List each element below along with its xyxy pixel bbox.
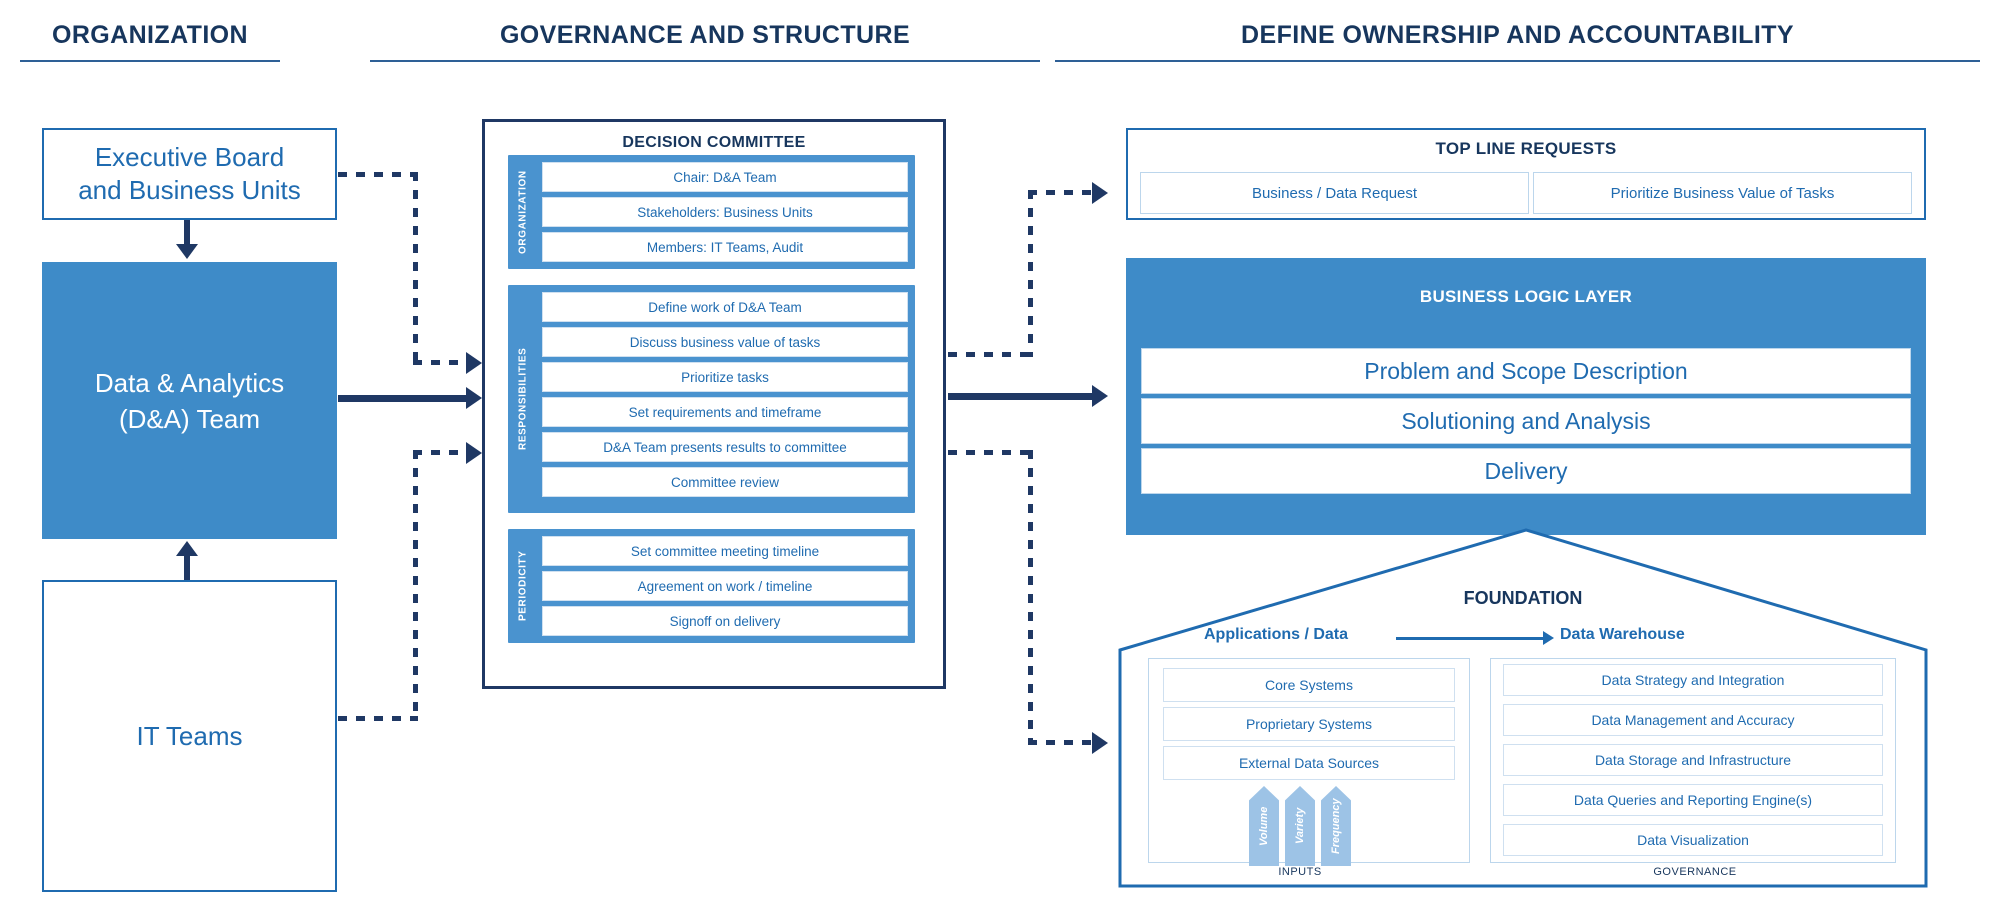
business-logic-layer-item[interactable]: Solutioning and Analysis [1141, 398, 1911, 444]
it-teams-label: IT Teams [136, 720, 243, 751]
column-header-governance-rule [370, 60, 1040, 62]
arrow-it-to-da-head [176, 541, 198, 556]
foundation-data-warehouse-heading: Data Warehouse [1560, 626, 1685, 643]
column-header-organization-label: ORGANIZATION [52, 21, 248, 49]
top-line-request-item[interactable]: Business / Data Request [1140, 172, 1529, 214]
it-teams-box[interactable]: IT Teams [42, 580, 337, 892]
executive-board-label-line1: Executive Board [94, 142, 285, 172]
column-header-organization-rule [20, 60, 280, 62]
arrow-up-shape-icon: Variety [1285, 786, 1315, 866]
dotted-committee-to-toplinereq-h1 [948, 352, 1033, 357]
foundation-governance-caption: GOVERNANCE [1653, 866, 1737, 878]
committee-row[interactable]: Stakeholders: Business Units [542, 197, 908, 227]
committee-row[interactable]: D&A Team presents results to committee [542, 432, 908, 462]
da-team-label-line2: (D&A) Team [118, 403, 261, 434]
foundation-governance-item[interactable]: Data Visualization [1503, 824, 1883, 856]
business-logic-layer-item[interactable]: Delivery [1141, 448, 1911, 494]
committee-row[interactable]: Discuss business value of tasks [542, 327, 908, 357]
dotted-it-to-committee-h1 [338, 716, 418, 721]
committee-row[interactable]: Committee review [542, 467, 908, 497]
committee-group-responsibilities-label: RESPONSIBILITIES [517, 347, 529, 451]
foundation-applications-heading: Applications / Data [1204, 626, 1349, 643]
foundation-flow-arrow-shaft [1396, 637, 1546, 640]
foundation-inputs-caption: INPUTS [1278, 866, 1322, 878]
arrow-up-shape-icon: Volume [1249, 786, 1279, 866]
committee-row[interactable]: Set requirements and timeframe [542, 397, 908, 427]
foundation-governance-item[interactable]: Data Management and Accuracy [1503, 704, 1883, 736]
arrow-da-to-committee-shaft [338, 395, 468, 402]
committee-row[interactable]: Signoff on delivery [542, 606, 908, 636]
business-logic-layer-title: BUSINESS LOGIC LAYER [1419, 287, 1633, 306]
foundation-governance-item[interactable]: Data Strategy and Integration [1503, 664, 1883, 696]
dotted-exec-to-committee-head [466, 352, 482, 374]
dotted-it-to-committee-v [413, 450, 418, 720]
committee-row[interactable]: Agreement on work / timeline [542, 571, 908, 601]
foundation-governance-item[interactable]: Data Storage and Infrastructure [1503, 744, 1883, 776]
top-line-request-item[interactable]: Prioritize Business Value of Tasks [1533, 172, 1912, 214]
executive-board-box[interactable]: Executive Board and Business Units [42, 128, 337, 220]
column-header-ownership-label: DEFINE OWNERSHIP AND ACCOUNTABILITY [1241, 21, 1794, 49]
arrow-up-shape-icon: Frequency [1321, 786, 1351, 866]
foundation-application-item[interactable]: External Data Sources [1163, 746, 1455, 780]
dotted-exec-to-committee-h2 [413, 360, 473, 365]
dotted-it-to-committee-head [466, 442, 482, 464]
committee-row[interactable]: Prioritize tasks [542, 362, 908, 392]
foundation-input-arrow-variety[interactable]: Variety [1285, 786, 1315, 866]
foundation-flow-arrow-head [1543, 631, 1554, 645]
dotted-committee-to-toplinereq-h2 [1028, 190, 1098, 195]
dotted-committee-to-foundation-h2 [1028, 740, 1098, 745]
foundation-input-arrow-label: Variety [1294, 807, 1306, 845]
column-header-ownership: DEFINE OWNERSHIP AND ACCOUNTABILITY [1055, 20, 1980, 62]
dotted-committee-to-toplinereq-head [1092, 182, 1108, 204]
arrow-it-to-da-shaft [184, 556, 190, 582]
committee-group-periodicity-label: PERIODICITY [517, 550, 529, 622]
arrow-exec-to-da-head [176, 244, 198, 259]
arrow-da-to-committee-head [466, 387, 482, 409]
committee-row[interactable]: Chair: D&A Team [542, 162, 908, 192]
foundation-input-arrow-label: Frequency [1330, 798, 1342, 854]
column-header-governance-label: GOVERNANCE AND STRUCTURE [499, 21, 911, 49]
committee-row[interactable]: Members: IT Teams, Audit [542, 232, 908, 262]
da-team-box[interactable]: Data & Analytics (D&A) Team [42, 262, 337, 539]
foundation-title: FOUNDATION [1463, 588, 1583, 608]
dotted-exec-to-committee-v [413, 172, 418, 362]
foundation-application-item[interactable]: Proprietary Systems [1163, 707, 1455, 741]
da-team-label-line1: Data & Analytics [94, 367, 285, 398]
column-header-governance: GOVERNANCE AND STRUCTURE [370, 20, 1040, 62]
foundation-input-arrow-label: Volume [1258, 806, 1270, 846]
decision-committee-title: DECISION COMMITTEE [622, 134, 806, 151]
committee-group-organization-label: ORGANIZATION [517, 170, 529, 254]
foundation-input-arrow-volume[interactable]: Volume [1249, 786, 1279, 866]
committee-row[interactable]: Set committee meeting timeline [542, 536, 908, 566]
dotted-committee-to-foundation-head [1092, 732, 1108, 754]
top-line-requests-title: TOP LINE REQUESTS [1435, 139, 1617, 158]
column-header-ownership-rule [1055, 60, 1980, 62]
dotted-committee-to-foundation-v [1028, 450, 1033, 745]
foundation-application-item[interactable]: Core Systems [1163, 668, 1455, 702]
dotted-it-to-committee-h2 [413, 450, 473, 455]
dotted-committee-to-foundation-h1 [948, 450, 1033, 455]
foundation-input-arrow-frequency[interactable]: Frequency [1321, 786, 1351, 866]
committee-row[interactable]: Define work of D&A Team [542, 292, 908, 322]
arrow-committee-to-bll-shaft [948, 393, 1094, 400]
foundation-governance-item[interactable]: Data Queries and Reporting Engine(s) [1503, 784, 1883, 816]
dotted-committee-to-toplinereq-v [1028, 190, 1033, 357]
business-logic-layer-item[interactable]: Problem and Scope Description [1141, 348, 1911, 394]
arrow-committee-to-bll-head [1092, 385, 1108, 407]
column-header-organization: ORGANIZATION [20, 20, 280, 62]
dotted-exec-to-committee-h1 [338, 172, 418, 177]
arrow-exec-to-da-shaft [184, 220, 190, 246]
executive-board-label-line2: and Business Units [78, 175, 301, 205]
